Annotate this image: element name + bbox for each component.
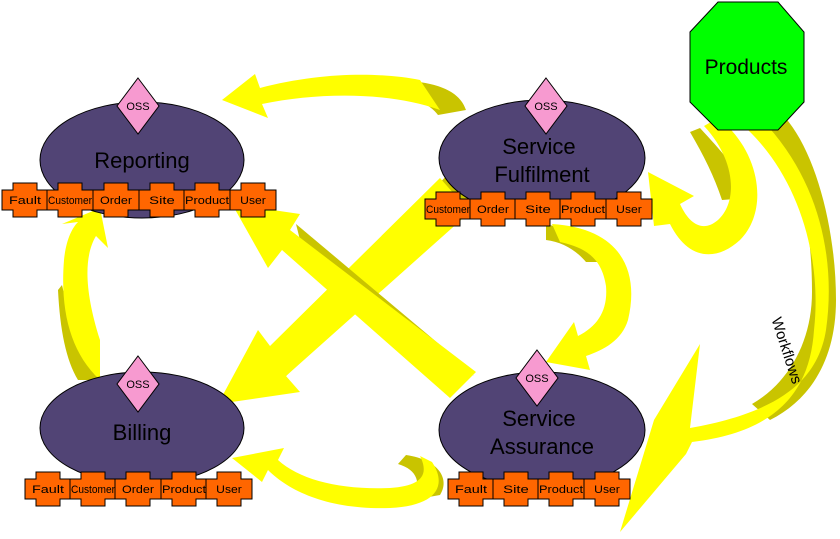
piece-site: Site bbox=[138, 182, 186, 218]
piece-site: Site bbox=[492, 471, 540, 507]
piece-row: Fault Site Product User bbox=[447, 471, 631, 507]
node-service-assurance: Service Assurance OSS Fault Site Product… bbox=[438, 349, 646, 507]
arrow-body bbox=[62, 208, 108, 380]
oss-label: OSS bbox=[525, 373, 548, 385]
piece-label: Order bbox=[122, 484, 154, 496]
node-title-line: Reporting bbox=[94, 148, 189, 173]
piece-customer: Customer bbox=[424, 191, 472, 227]
piece-row: Fault Customer Order Site Product User bbox=[1, 182, 277, 218]
oss-label: OSS bbox=[534, 101, 557, 113]
piece-product: Product bbox=[537, 471, 585, 507]
node-title-line: Billing bbox=[113, 420, 172, 445]
node-title-line: Assurance bbox=[490, 434, 594, 459]
arrow-assurance-to-billing bbox=[232, 448, 444, 509]
piece-row: Customer Order Site Product User bbox=[424, 191, 653, 227]
arrow-body bbox=[620, 120, 829, 532]
piece-user: User bbox=[229, 182, 277, 218]
node-title: Billing bbox=[113, 420, 172, 445]
arrow-products-to-fulfilment bbox=[648, 118, 758, 255]
piece-label: Product bbox=[185, 195, 229, 207]
piece-shape bbox=[229, 182, 277, 218]
arrow-body bbox=[648, 118, 758, 255]
arrow-billing-to-reporting bbox=[58, 208, 108, 380]
piece-user: User bbox=[605, 191, 653, 227]
piece-label: Fault bbox=[9, 195, 41, 207]
piece-label: Customer bbox=[426, 204, 470, 216]
piece-label: User bbox=[594, 484, 620, 496]
node-title-line: Service bbox=[502, 406, 575, 431]
piece-label: Customer bbox=[48, 195, 92, 207]
piece-label: Product bbox=[539, 484, 583, 496]
node-title-line: Service bbox=[502, 134, 575, 159]
piece-fault: Fault bbox=[24, 471, 72, 507]
arrow-assurance-to-reporting bbox=[232, 204, 476, 398]
oss-diamond bbox=[524, 77, 568, 135]
piece-shape bbox=[205, 471, 253, 507]
arrow-fulfilment-to-reporting bbox=[222, 74, 466, 118]
oss-diamond bbox=[515, 349, 559, 407]
piece-product: Product bbox=[559, 191, 607, 227]
piece-label: Site bbox=[525, 204, 551, 216]
piece-label: Product bbox=[561, 204, 605, 216]
piece-product: Product bbox=[183, 182, 231, 218]
node-title: Service Fulfilment bbox=[494, 134, 589, 187]
arrow-body bbox=[546, 224, 632, 370]
piece-label: User bbox=[240, 195, 266, 207]
piece-label: Order bbox=[477, 204, 509, 216]
oss-label: OSS bbox=[126, 379, 149, 391]
piece-row: Fault Customer Order Product User bbox=[24, 471, 253, 507]
piece-site: Site bbox=[514, 191, 562, 227]
piece-label: User bbox=[616, 204, 642, 216]
arrow-shadow bbox=[58, 285, 100, 380]
piece-label: User bbox=[216, 484, 242, 496]
node-title: Service Assurance bbox=[490, 406, 594, 459]
piece-label: Site bbox=[503, 484, 529, 496]
products-shape bbox=[689, 1, 805, 131]
arrow-body bbox=[232, 204, 476, 398]
workflows-label: Workflows bbox=[768, 315, 805, 386]
arrow-workflows bbox=[620, 104, 836, 532]
piece-order: Order bbox=[469, 191, 517, 227]
oss-label: OSS bbox=[126, 101, 149, 113]
piece-label: Site bbox=[149, 195, 175, 207]
piece-label: Fault bbox=[455, 484, 487, 496]
node-billing: Billing OSS Fault Customer Order Product… bbox=[24, 355, 253, 507]
piece-label: Fault bbox=[32, 484, 64, 496]
piece-customer: Customer bbox=[69, 471, 117, 507]
piece-shape bbox=[605, 191, 653, 227]
piece-user: User bbox=[583, 471, 631, 507]
piece-label: Customer bbox=[71, 484, 115, 496]
node-reporting: Reporting OSS Fault Customer Order Site … bbox=[1, 77, 277, 219]
arrow-body bbox=[222, 74, 440, 118]
piece-fault: Fault bbox=[447, 471, 495, 507]
products-label: Products bbox=[705, 56, 788, 79]
arrow-fulfilment-to-assurance bbox=[546, 224, 632, 370]
piece-label: Product bbox=[162, 484, 206, 496]
piece-fault: Fault bbox=[1, 182, 49, 218]
arrows-layer bbox=[58, 74, 836, 532]
node-title: Reporting bbox=[94, 148, 189, 173]
piece-shape bbox=[583, 471, 631, 507]
oss-diamond bbox=[116, 77, 160, 135]
piece-user: User bbox=[205, 471, 253, 507]
oss-diamond bbox=[116, 355, 160, 413]
piece-label: Order bbox=[100, 195, 132, 207]
arrow-body bbox=[232, 448, 439, 509]
node-title-line: Fulfilment bbox=[494, 162, 589, 187]
node-service-fulfilment: Service Fulfilment OSS Customer Order Si… bbox=[424, 77, 653, 227]
piece-product: Product bbox=[160, 471, 208, 507]
products-octagon: Products bbox=[689, 1, 805, 131]
